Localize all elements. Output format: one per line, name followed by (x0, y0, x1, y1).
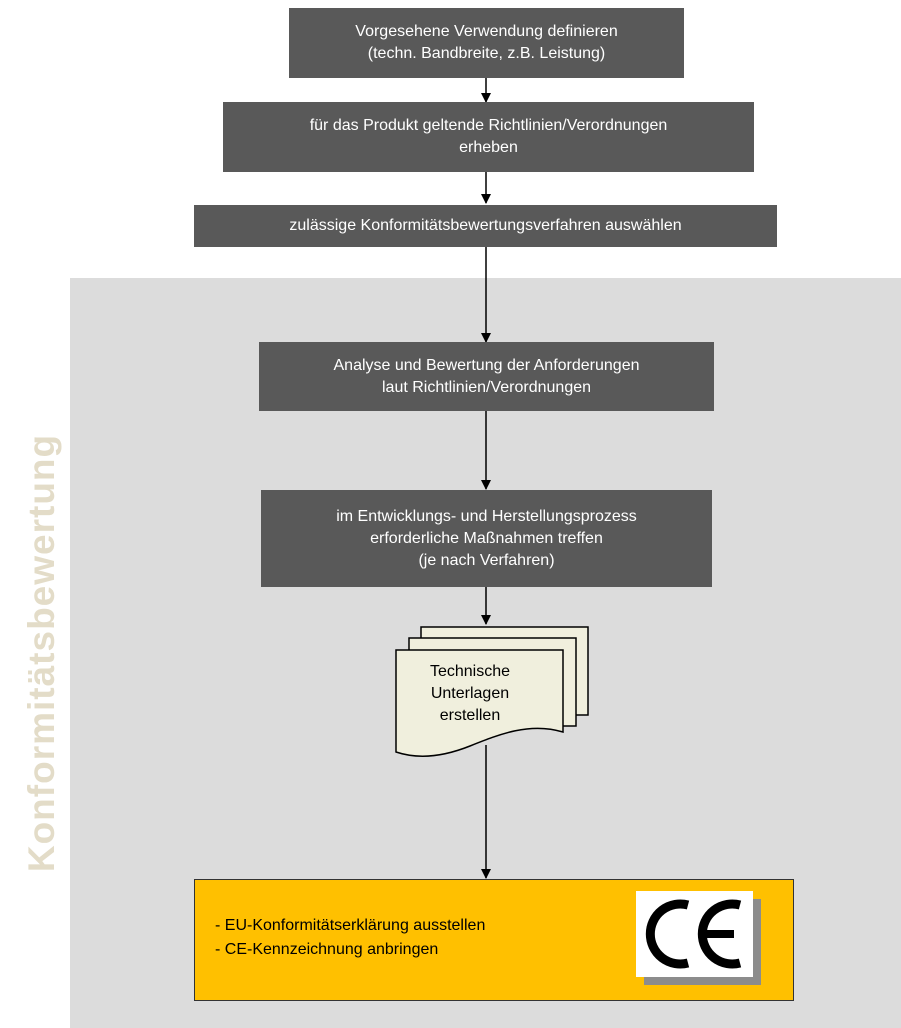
step-take-measures: im Entwicklungs- und Herstellungsprozess… (261, 490, 712, 587)
final-step-box: - EU-Konformitätserklärung ausstellen - … (194, 879, 794, 1001)
step-analyse-requirements: Analyse und Bewertung der Anforderungen … (259, 342, 714, 411)
technical-documentation-label: Technische Unterlagen erstellen (429, 663, 511, 724)
final-step-list: - EU-Konformitätserklärung ausstellen - … (215, 914, 485, 962)
step-select-procedure: zulässige Konformitätsbewertungsverfahre… (194, 205, 777, 247)
document-stack-icon (395, 626, 589, 757)
step-collect-directives: für das Produkt geltende Richtlinien/Ver… (223, 102, 754, 172)
list-item: - CE-Kennzeichnung anbringen (215, 941, 439, 958)
list-item: - EU-Konformitätserklärung ausstellen (215, 917, 486, 934)
step-define-intended-use: Vorgesehene Verwendung definieren (techn… (289, 8, 684, 78)
ce-mark-logo (636, 891, 753, 977)
